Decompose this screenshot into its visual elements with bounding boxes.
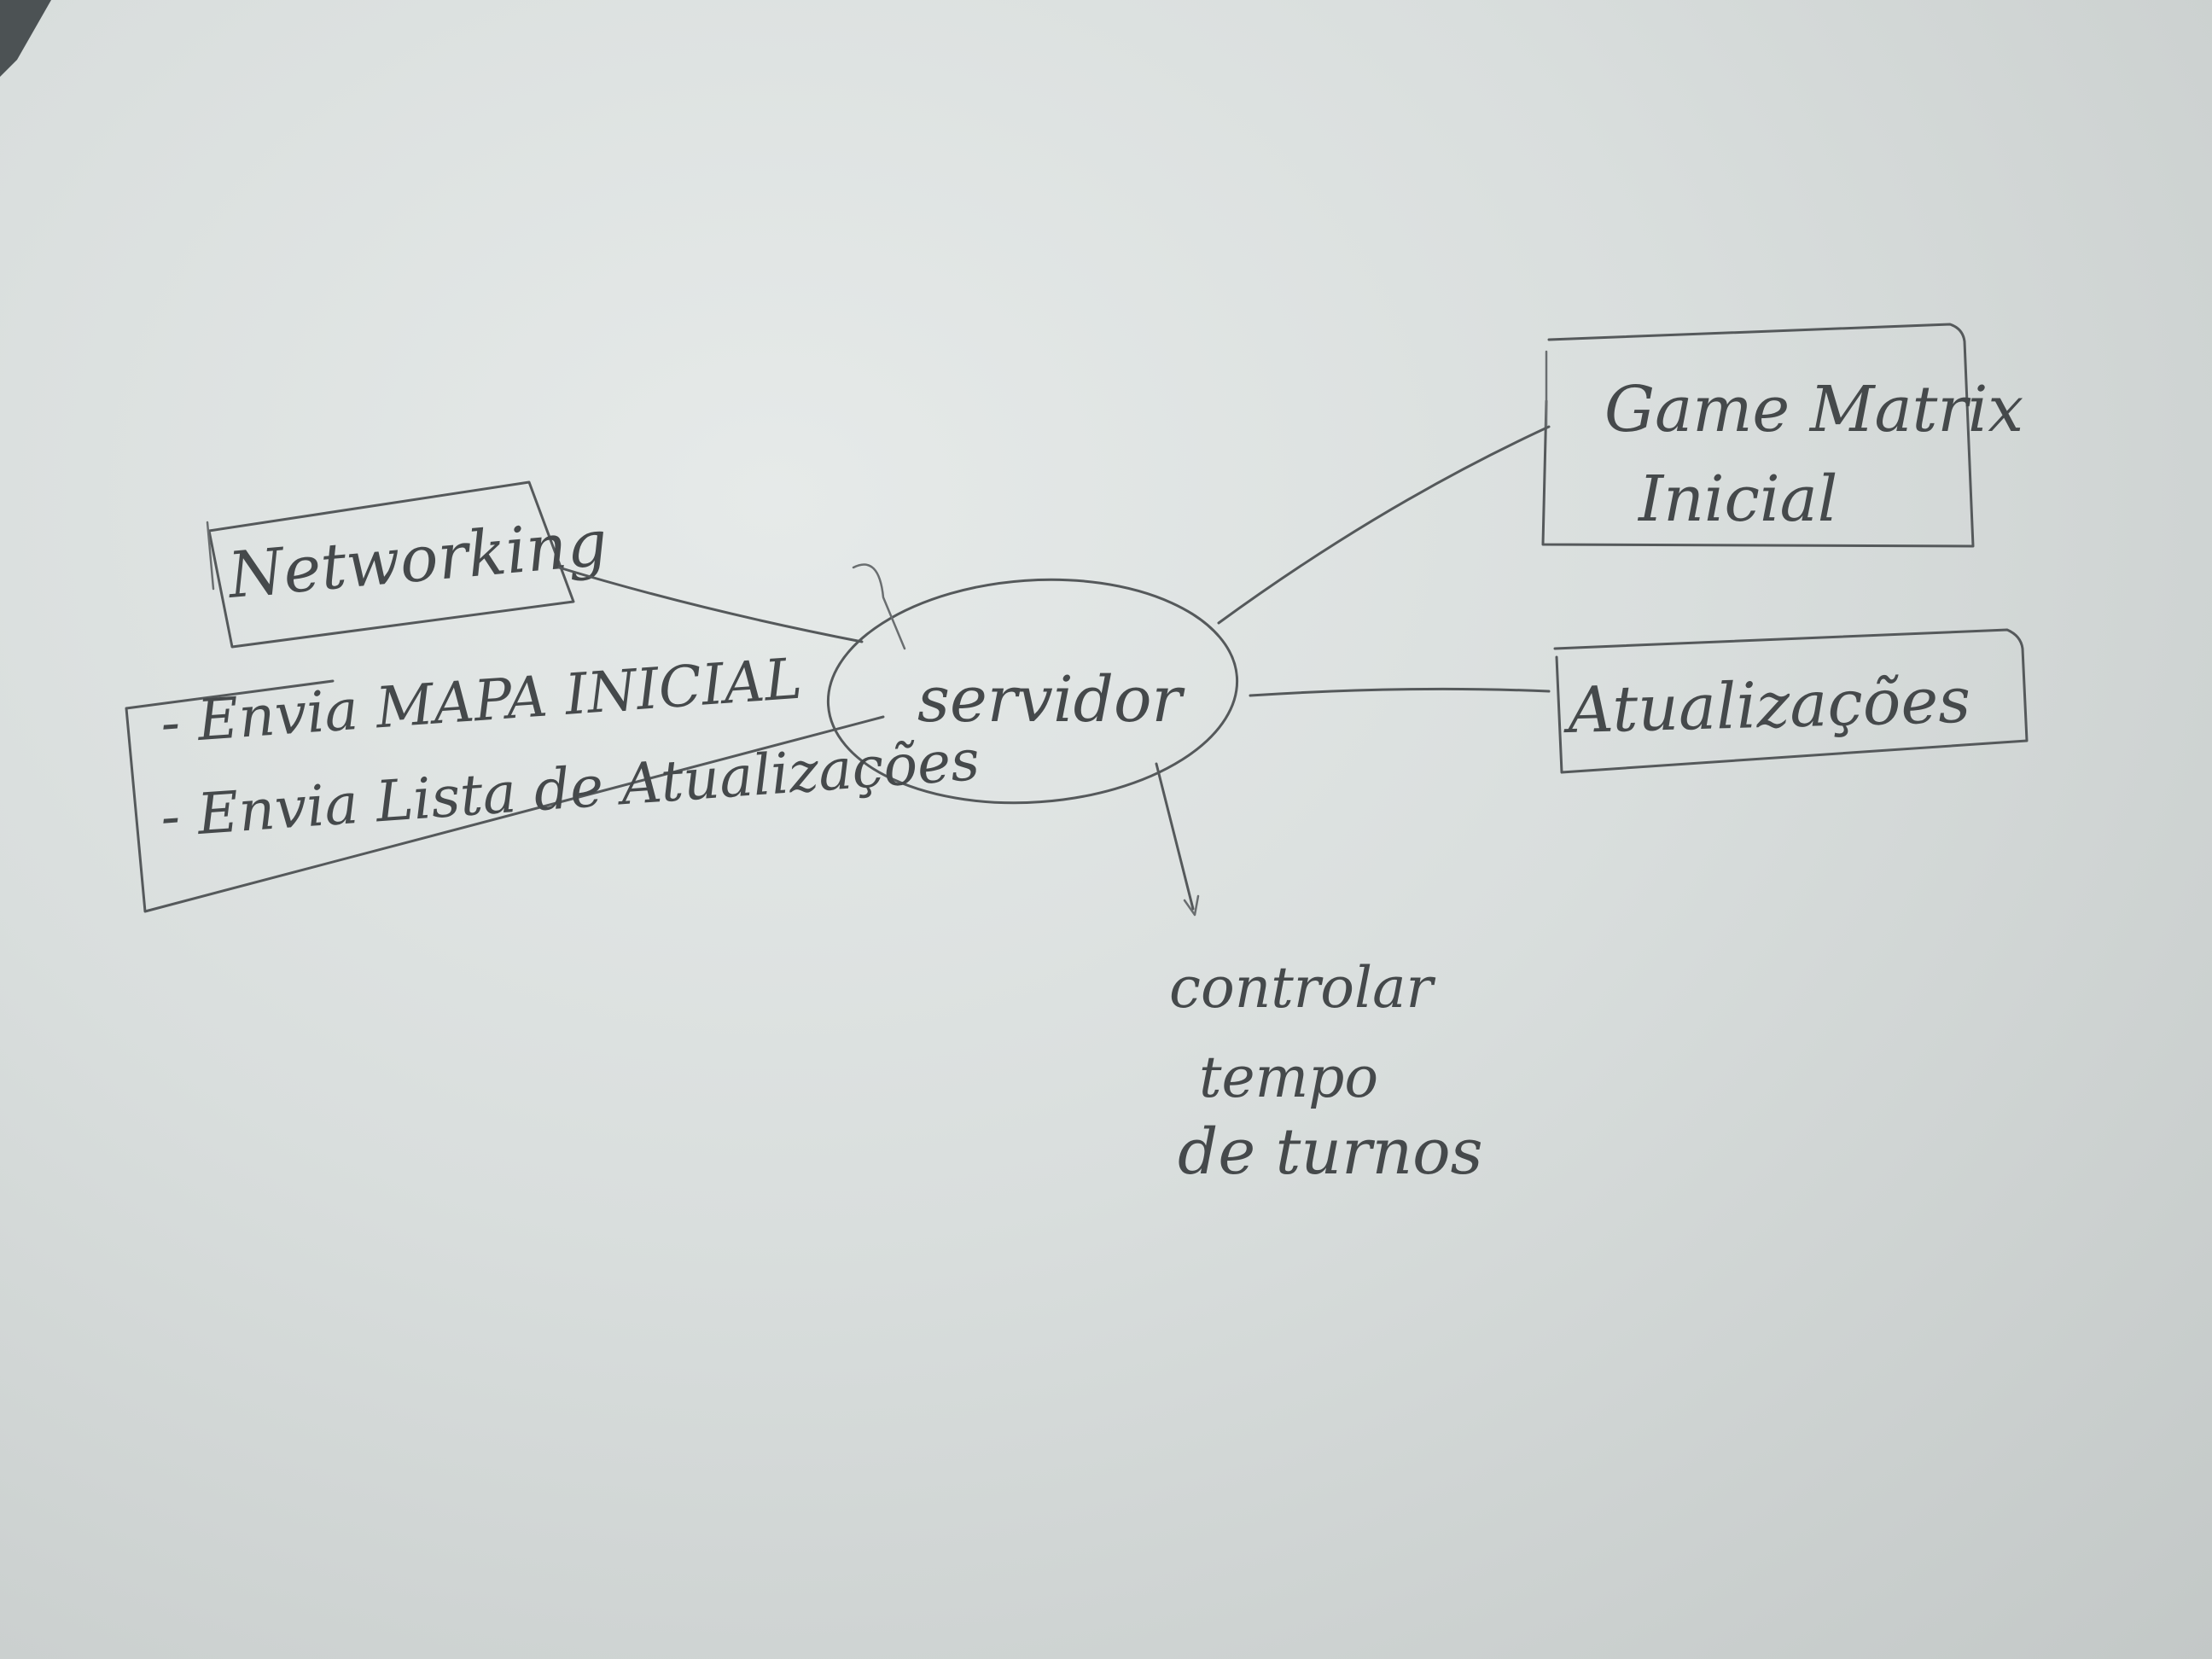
stray-stroke — [852, 563, 906, 650]
paper-corner-shadow — [0, 0, 51, 77]
connector-networking — [557, 566, 864, 643]
controlar-line3: de turnos — [1178, 1115, 1483, 1189]
game-matrix-line2: Inicial — [1637, 463, 1837, 536]
networking-box — [207, 480, 575, 649]
atualizacoes-label: Atualizações — [1562, 664, 1971, 748]
networking-notes-box — [125, 679, 885, 913]
connector-game-matrix — [1217, 425, 1551, 625]
center-ellipse — [826, 578, 1239, 805]
networking-note-1: - Envia MAPA INICIAL — [159, 646, 804, 756]
connector-controlar-arrowhead — [1183, 894, 1200, 917]
networking-box-tick — [206, 521, 215, 591]
connector-controlar — [1155, 762, 1195, 911]
atualizacoes-box — [1553, 628, 2029, 774]
center-label: servidor — [917, 663, 1186, 736]
game-matrix-box — [1541, 323, 1975, 548]
networking-label: Networking — [224, 506, 610, 613]
connector-atualizacoes — [1249, 687, 1551, 697]
controlar-line1: controlar — [1169, 955, 1435, 1021]
controlar-line2: tempo — [1199, 1045, 1378, 1110]
game-matrix-line1: Game Matrix — [1604, 373, 2023, 446]
